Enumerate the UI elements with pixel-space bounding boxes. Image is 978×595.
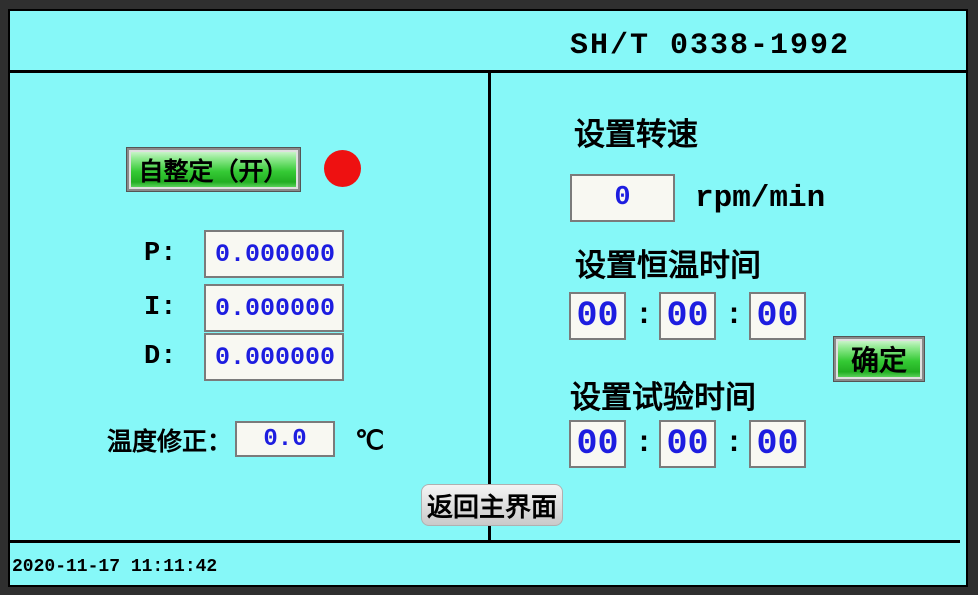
datetime-display: 2020-11-17 11:11:42 (12, 557, 218, 577)
d-label: D: (144, 342, 177, 372)
p-value-field[interactable]: 0.000000 (204, 230, 344, 278)
confirm-button-label: 确定 (850, 345, 907, 376)
test-time-seconds: 00 (756, 424, 799, 464)
p-label: P: (144, 239, 177, 269)
test-time-minutes: 00 (666, 424, 709, 464)
speed-heading: 设置转速 (574, 117, 698, 152)
d-value: 0.000000 (214, 342, 335, 372)
speed-value: 0 (614, 183, 631, 213)
red-indicator-lamp-icon (324, 150, 361, 187)
speed-unit: rpm/min (695, 180, 826, 216)
return-main-button-label: 返回主界面 (426, 491, 557, 522)
p-value: 0.000000 (214, 239, 335, 269)
standard-title: SH/T 0338-1992 (570, 29, 851, 63)
temp-correction-unit: ℃ (355, 424, 385, 455)
d-value-field[interactable]: 0.000000 (204, 333, 344, 381)
hold-time-separator-1: : (635, 299, 654, 333)
temp-correction-field[interactable]: 0.0 (235, 421, 335, 457)
test-time-heading: 设置试验时间 (570, 380, 756, 415)
footer-divider (10, 540, 960, 543)
hold-time-heading: 设置恒温时间 (575, 248, 761, 283)
test-time-hours: 00 (576, 424, 619, 464)
temp-correction-value: 0.0 (263, 425, 307, 453)
test-time-minutes-field[interactable]: 00 (659, 420, 716, 468)
hold-time-hours-field[interactable]: 00 (569, 292, 626, 340)
hold-time-seconds-field[interactable]: 00 (749, 292, 806, 340)
test-time-separator-1: : (635, 427, 654, 461)
speed-field[interactable]: 0 (570, 174, 675, 222)
i-value: 0.000000 (214, 293, 335, 323)
test-time-separator-2: : (725, 427, 744, 461)
temp-correction-label: 温度修正： (107, 428, 233, 456)
i-value-field[interactable]: 0.000000 (204, 284, 344, 332)
panel-divider (488, 73, 491, 540)
i-label: I: (144, 293, 177, 323)
return-main-button[interactable]: 返回主界面 (421, 484, 563, 526)
hold-time-hours: 00 (576, 296, 619, 336)
autotune-toggle-label: 自整定（开） (138, 157, 289, 186)
hold-time-seconds: 00 (756, 296, 799, 336)
hold-time-minutes-field[interactable]: 00 (659, 292, 716, 340)
test-time-seconds-field[interactable]: 00 (749, 420, 806, 468)
hold-time-minutes: 00 (666, 296, 709, 336)
confirm-button[interactable]: 确定 (834, 337, 924, 381)
test-time-hours-field[interactable]: 00 (569, 420, 626, 468)
header-divider (10, 70, 966, 73)
hold-time-separator-2: : (725, 299, 744, 333)
hmi-screen: SH/T 0338-1992 自整定（开） P: 0.000000 I: 0.0… (8, 9, 968, 587)
autotune-toggle-button[interactable]: 自整定（开） (127, 148, 300, 191)
